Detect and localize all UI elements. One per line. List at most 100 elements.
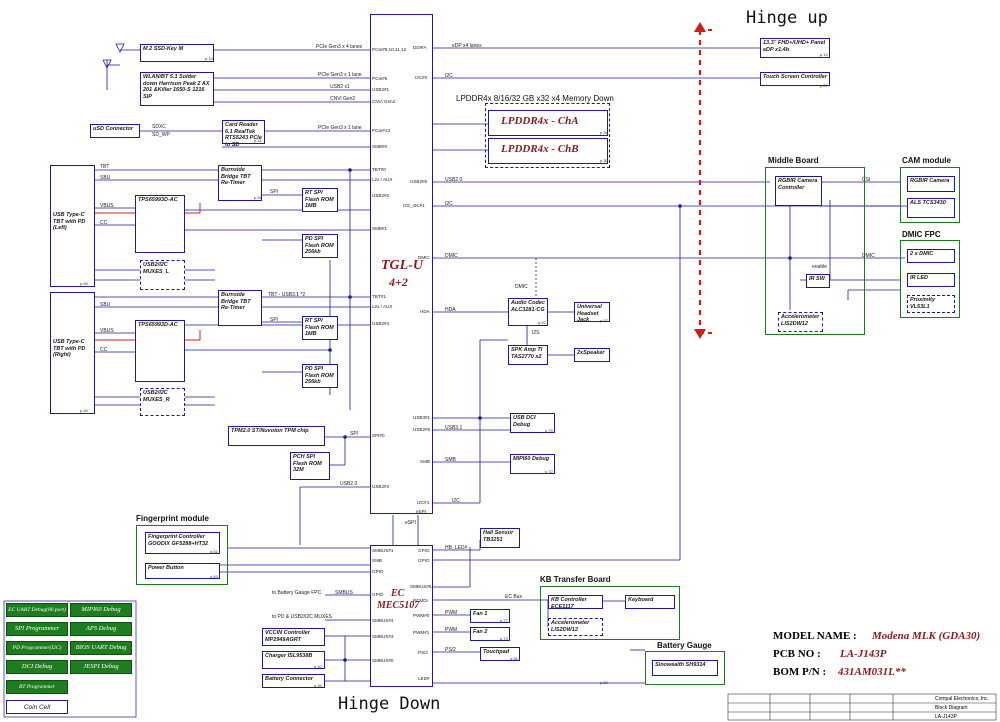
page-ref: p.56 <box>510 656 518 661</box>
tps65993-l: TPS65993D-AC <box>135 195 185 253</box>
accelerometer-kb: Accelerometer LIS2DW12 <box>548 618 603 636</box>
sig-to-pd: to PD & USB2/I2C MUXES <box>272 614 333 620</box>
page-ref: p.73 <box>500 636 508 641</box>
sig-cnvi: CNVi Gen2 <box>330 96 356 102</box>
debug-ec-uart: EC UART Debug(80 port) <box>6 603 68 617</box>
model-name-value: Modena MLK (GDA30) <box>872 630 981 642</box>
power-button: Power Button <box>145 563 220 579</box>
hinge-down-heading: Hinge Down <box>338 694 441 714</box>
sig-smb-mipi: SMB <box>445 457 456 463</box>
page-ref: p.28 <box>254 195 262 200</box>
page-ref: p.39 <box>314 683 322 688</box>
kb-controller: KB Controller ECE1117 <box>548 595 603 610</box>
burnside-bridge-l: Burnside Bridge TBT Re-Timer <box>218 165 262 201</box>
sig-cc-r: CC <box>100 347 108 353</box>
pcb-value: LA-J143P <box>840 648 887 660</box>
sig-batt-fpc: to Battery Gauge FPC <box>272 590 322 596</box>
usb2-mux-r: USB2/I2C MUXES_R <box>140 388 185 416</box>
cpu-pin-r9: I2C#1 <box>417 500 430 505</box>
wlan-bt: WLAN/BT 5.1 Solder down Harrison Peak 2 … <box>140 72 214 106</box>
vccin-controller: VCCIN Controller MP2949AGRT <box>262 628 325 646</box>
ec-pin-l5: SMBUS#3 <box>372 634 394 639</box>
sig-vbus-r: VBUS <box>100 328 114 334</box>
m2-ssd: M.2 SSD-Key M <box>140 44 214 62</box>
cpu-pin-l4: PCIe#13 <box>372 128 390 133</box>
cpu-pin-r7: USB2#9 <box>413 427 431 432</box>
fan-2: Fan 2 <box>470 627 510 641</box>
middle-board-frame <box>765 167 865 335</box>
page-ref: p.61 <box>210 549 218 554</box>
ec-pin-l0: SMBUS#1 <box>372 548 394 553</box>
dmic-2x: 2 x DMIC <box>907 249 955 263</box>
ec-pin-l6: SMBUS#0 <box>372 658 394 663</box>
rt-spi-rom-l: RT SPI Flash ROM 1MB <box>302 188 338 212</box>
cpu-pin-l11: L2x / AUX <box>372 304 393 309</box>
kb-transfer-heading: KB Transfer Board <box>540 575 611 584</box>
tps65993-r: TPS65993D-AC <box>135 320 185 382</box>
cpu-pin-l5: SMB#0 <box>372 144 388 149</box>
usb-typec-right: USB Type-C TBT with PD (Right) <box>50 292 95 414</box>
sig-ec-bus: EC Bus <box>505 594 522 600</box>
usb-dci-debug: USB DCI Debug <box>510 413 555 433</box>
sig-i2c-mid: I2C <box>445 201 453 207</box>
pd-spi-rom-l: PD SPI Flash ROM 256kb <box>302 234 338 258</box>
sig-i2c-touch: I2C <box>445 73 453 79</box>
ir-switch: IR SW <box>806 274 830 288</box>
hall-sensor: Hall Sensor TB3251 <box>480 528 520 548</box>
rgbir-camera-controller: RGBIR Camera Controller <box>775 176 822 206</box>
mipi60-debug: MIPI60 Debug <box>510 454 555 474</box>
sig-hda: HDA <box>445 307 456 313</box>
bom-label: BOM P/N : <box>773 666 827 678</box>
cpu-pin-l12: USB2#4 <box>372 321 390 326</box>
coin-cell: Coin Cell <box>6 700 68 714</box>
touchpad: Touchpad <box>480 647 520 661</box>
page-ref: p.34 <box>600 130 608 135</box>
usb2-mux-l: USB2/I2C MUXES_L <box>140 260 185 290</box>
cpu-pin-r2: USB2#6 <box>410 179 428 184</box>
page-ref: p.72 <box>545 469 553 474</box>
ec-pin-l4: SMBUS#4 <box>372 618 394 623</box>
sig-usb20-fp: USB2.0 <box>340 481 358 487</box>
fingerprint-module-heading: Fingerprint module <box>136 514 209 523</box>
headset-jack: Universal Headset Jack <box>574 302 610 323</box>
debug-mipi60: MIPI60 Debug <box>70 603 132 617</box>
debug-dci: DCI Debug <box>6 660 68 674</box>
memory-group <box>485 103 610 168</box>
touch-controller: Touch Screen Controller <box>760 72 830 86</box>
debug-bt-programmer: BT Programmer <box>6 680 68 694</box>
sig-i2s: I2S <box>532 330 540 336</box>
accelerometer-middle: Accelerometer LIS2DW12 <box>778 312 823 332</box>
cpu-pin-l3: CNVi Gen2 <box>372 99 396 104</box>
cpu-pin-l8: USB2#2 <box>372 193 390 198</box>
sig-csi: CSI <box>862 177 871 183</box>
cpu-pin-r5: HDA <box>420 309 430 314</box>
page-ref: p.53 <box>600 680 608 685</box>
sig-sbu-r: SBU <box>100 302 111 308</box>
title-block-company: Compal Electronics, Inc. <box>935 696 989 702</box>
page-ref: p.14 <box>820 52 828 57</box>
middle-board-heading: Middle Board <box>768 156 819 165</box>
cpu-sub: 4+2 <box>389 275 408 289</box>
title-block-sheet: Block Diagram <box>935 705 968 711</box>
cpu-pin-r4: DMIC <box>418 255 430 260</box>
dmic-fpc-heading: DMIC FPC <box>902 230 941 239</box>
page-ref: p.45 <box>80 408 88 413</box>
cpu-pin-r3: I2S_I2C#1 <box>403 203 425 208</box>
sig-dmic: DMIC <box>445 253 458 259</box>
page-ref: p.63 <box>210 574 218 579</box>
page-ref: p.77 <box>500 618 508 623</box>
page-ref: p.40 <box>314 664 322 669</box>
cpu-tgl-u: TGL-U 4+2 <box>370 14 433 514</box>
ec-pin-r0: GPIO <box>418 548 430 553</box>
proximity-sensor: Proximity VL53L1 <box>907 295 955 313</box>
ec-pin-r5: PWM#1 <box>413 630 430 635</box>
sig-dmic-codec: DMIC <box>515 284 528 290</box>
cpu-name: TGL-U <box>381 258 423 273</box>
charger: Charger ISL9538B <box>262 651 325 669</box>
page-ref: p.57 <box>600 318 608 323</box>
sig-sd-wp: SD_WP <box>152 132 170 138</box>
sig-sbu-l: SBU <box>100 175 111 181</box>
ec-pin-r2: SMBUS#5 <box>410 584 432 589</box>
tpm-chip: TPM2.0 ST/Nuvoton TPM chip <box>228 426 325 446</box>
rt-spi-rom-r: RT SPI Flash ROM 1MB <box>302 316 338 340</box>
